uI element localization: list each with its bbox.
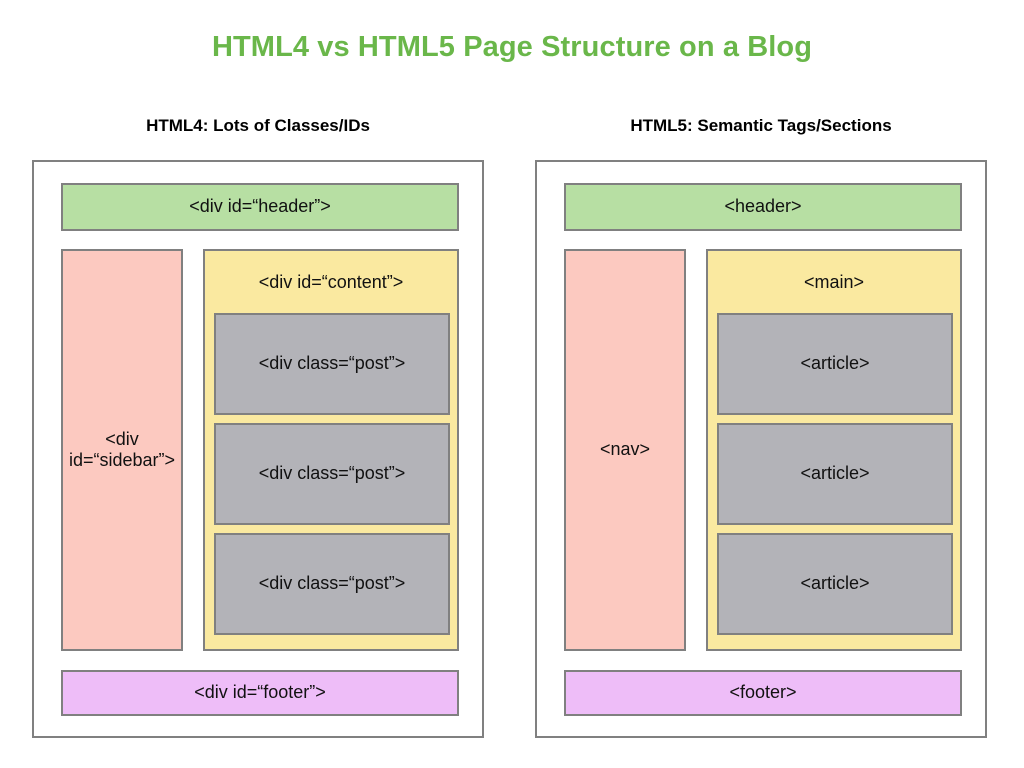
html5-article-block-1: <article>	[717, 313, 953, 415]
html4-content-title: <div id=“content”>	[205, 251, 457, 315]
html4-post-label-2: <div class=“post”>	[258, 463, 406, 484]
html5-footer-label: <footer>	[729, 682, 797, 703]
html4-diagram-panel: <div id=“header”> <div id=“sidebar”> <di…	[32, 160, 484, 738]
html4-sidebar-block: <div id=“sidebar”>	[61, 249, 183, 651]
html5-article-block-2: <article>	[717, 423, 953, 525]
html4-post-block-1: <div class=“post”>	[214, 313, 450, 415]
html5-header-label: <header>	[724, 196, 802, 217]
html5-diagram-panel: <header> <nav> <main> <article> <article…	[535, 160, 987, 738]
html5-main-label: <main>	[803, 272, 865, 293]
column-heading-html5: HTML5: Semantic Tags/Sections	[630, 116, 892, 135]
html4-content-block: <div id=“content”> <div class=“post”> <d…	[203, 249, 459, 651]
html5-article-label-3: <article>	[800, 573, 870, 594]
html5-main-title: <main>	[708, 251, 960, 315]
html4-post-block-3: <div class=“post”>	[214, 533, 450, 635]
html5-header-block: <header>	[564, 183, 962, 231]
html5-article-label-1: <article>	[800, 353, 870, 374]
html4-header-block: <div id=“header”>	[61, 183, 459, 231]
html4-post-block-2: <div class=“post”>	[214, 423, 450, 525]
html5-nav-label: <nav>	[599, 439, 651, 460]
html5-main-block: <main> <article> <article> <article>	[706, 249, 962, 651]
html4-header-label: <div id=“header”>	[189, 196, 331, 217]
html5-footer-block: <footer>	[564, 670, 962, 716]
html4-sidebar-label: <div id=“sidebar”>	[69, 428, 176, 470]
html4-footer-label: <div id=“footer”>	[194, 682, 326, 703]
html5-nav-block: <nav>	[564, 249, 686, 651]
page-title: HTML4 vs HTML5 Page Structure on a Blog	[211, 31, 813, 63]
html4-post-label-3: <div class=“post”>	[258, 573, 406, 594]
html4-content-label: <div id=“content”>	[258, 272, 404, 293]
html5-article-label-2: <article>	[800, 463, 870, 484]
html5-article-block-3: <article>	[717, 533, 953, 635]
html4-post-label-1: <div class=“post”>	[258, 353, 406, 374]
column-heading-html4: HTML4: Lots of Classes/IDs	[146, 116, 370, 135]
html4-footer-block: <div id=“footer”>	[61, 670, 459, 716]
